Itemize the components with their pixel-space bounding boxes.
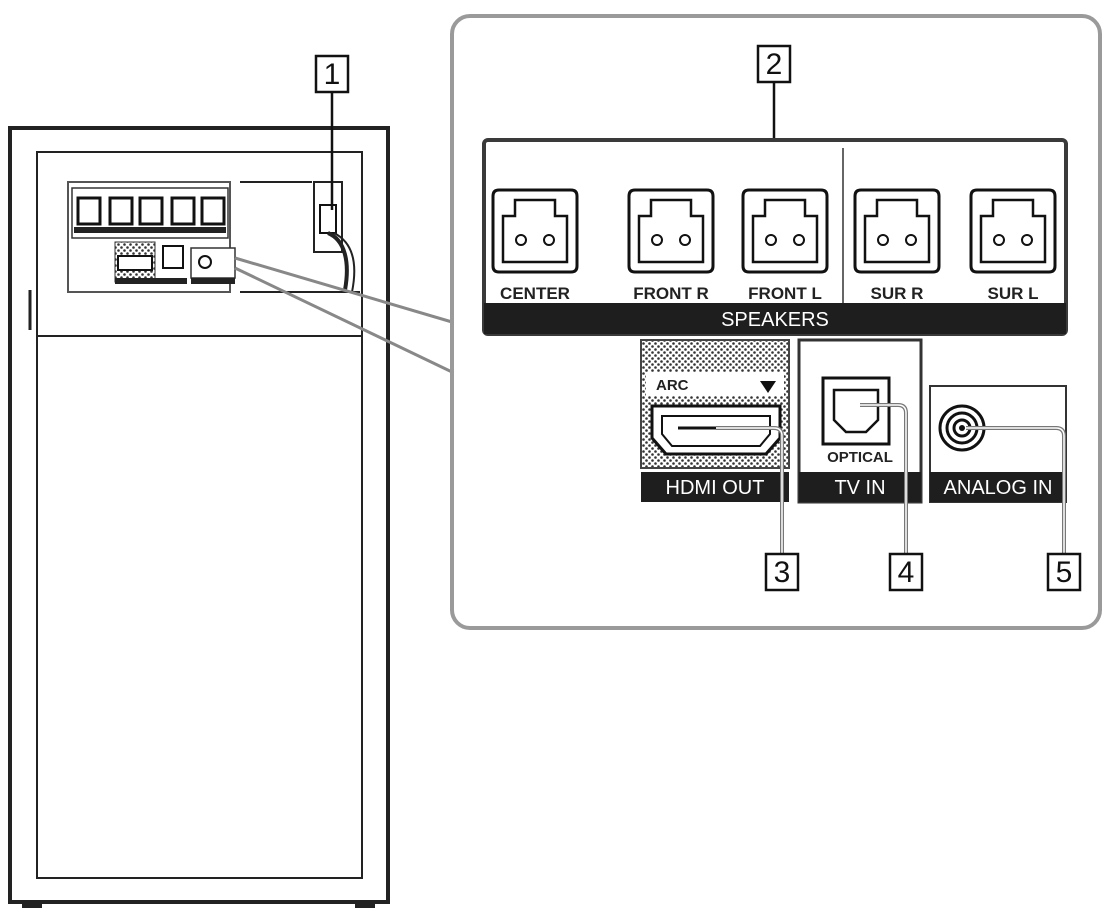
callout-1: 1: [314, 54, 350, 210]
speakers-group-label: SPEAKERS: [721, 309, 829, 331]
speaker-label-sur-r: SUR R: [871, 284, 924, 303]
speaker-label-center: CENTER: [500, 284, 570, 303]
tv-in-block: OPTICAL TV IN: [797, 338, 923, 504]
speakers-label-bar: [484, 303, 1066, 334]
callout-2-number: 2: [766, 48, 783, 81]
analog-in-block: ANALOG IN: [929, 385, 1067, 503]
zoom-lines: [234, 256, 453, 374]
mini-speaker-terminals: [74, 196, 226, 233]
speaker-label-front-r: FRONT R: [633, 284, 709, 303]
power-cord: [240, 181, 360, 293]
optical-port-label: OPTICAL: [827, 449, 893, 466]
callout-4-number: 4: [898, 556, 915, 589]
speaker-label-sur-l: SUR L: [988, 284, 1039, 303]
detail-panel: 2 CENTER FRONT R FRONT L SUR R SUR L SPEAKER…: [450, 14, 1102, 630]
speaker-label-front-l: FRONT L: [748, 284, 822, 303]
hdmi-arc-label: ARC: [656, 377, 689, 394]
speaker-terminal-center: CENTER: [491, 188, 579, 303]
callout-1-number: 1: [324, 58, 341, 91]
speaker-terminal-block: CENTER FRONT R FRONT L SUR R SUR L SPEAKERS: [482, 138, 1068, 336]
callout-4: 4: [860, 403, 924, 592]
callout-5: 5: [966, 426, 1082, 592]
hdmi-out-block: ARC HDMI OUT: [640, 339, 790, 502]
callout-2: 2: [756, 44, 792, 140]
callout-5-number: 5: [1056, 556, 1073, 589]
callout-3: 3: [716, 426, 800, 592]
subwoofer-unit: [8, 126, 390, 908]
speaker-terminal-sur-r: SUR R: [853, 188, 941, 303]
speaker-terminal-sur-l: SUR L: [969, 188, 1057, 303]
hdmi-out-label: HDMI OUT: [666, 477, 765, 499]
speaker-terminal-front-r: FRONT R: [627, 188, 715, 303]
analog-in-label: ANALOG IN: [944, 477, 1053, 499]
callout-3-number: 3: [774, 556, 791, 589]
mini-connector-panel: [67, 181, 236, 293]
speaker-terminal-front-l: FRONT L: [741, 188, 829, 303]
unit-foot-left: [22, 902, 42, 908]
arc-down-arrow-icon: [760, 381, 776, 393]
unit-foot-right: [355, 902, 375, 908]
tv-in-label: TV IN: [834, 477, 885, 499]
